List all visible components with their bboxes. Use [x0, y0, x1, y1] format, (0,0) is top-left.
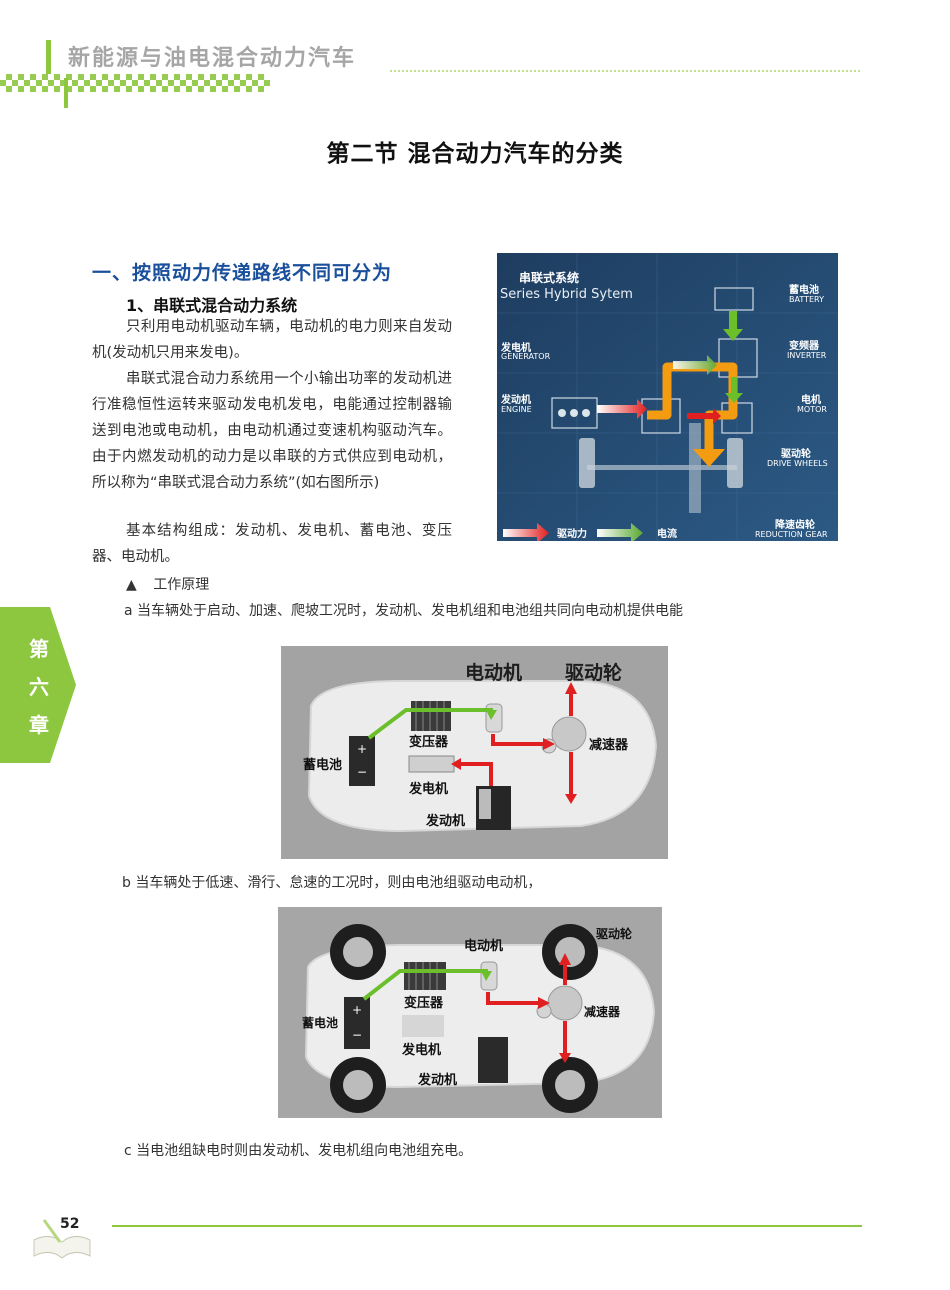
- chapter-char: 六: [29, 675, 49, 699]
- fig2-generator-label: 发电机: [409, 782, 449, 797]
- fig2-motor-label: 电动机: [465, 662, 523, 684]
- book-title: 新能源与油电混合动力汽车: [68, 46, 357, 71]
- series-hybrid-graphic: [497, 253, 838, 541]
- fig2-wheel-label: 驱动轮: [565, 662, 623, 684]
- svg-text:−: −: [352, 1028, 362, 1042]
- header-bar: [46, 40, 51, 74]
- fig3-engine-label: 发动机: [418, 1073, 458, 1088]
- footer-rule: [112, 1225, 862, 1227]
- car-layout-graphic-b: + −: [304, 924, 656, 1113]
- fig1-gear-en: REDUCTION GEAR: [755, 530, 828, 539]
- chapter-label: 第 六 章: [28, 630, 50, 744]
- fig2-reducer-label: 减速器: [589, 738, 629, 753]
- item-c: c 当电池组缺电时则由发动机、发电机组向电池组充电。: [124, 1143, 473, 1159]
- fig1-wheels-cn: 驱动轮: [781, 449, 811, 460]
- item-a: a 当车辆处于启动、加速、爬坡工况时，发动机、发电机组和电池组共同向电动机提供电…: [124, 603, 684, 619]
- fig1-generator-en: GENERATOR: [501, 352, 551, 361]
- principle-label: 工作原理: [153, 577, 210, 593]
- fig2-engine-label: 发动机: [426, 814, 466, 829]
- paragraph-2: 串联式混合动力系统用一个小输出功率的发动机进行准稳恒性运转来驱动发电机发电，电能…: [92, 371, 452, 491]
- open-book-icon: [33, 1219, 91, 1259]
- working-principle-b-diagram: + − 电动机 驱动轮 变压器 蓄电池 减速器 发电机 发动机: [278, 907, 662, 1118]
- svg-text:+: +: [357, 742, 367, 756]
- svg-text:+: +: [352, 1003, 362, 1017]
- fig1-motor-en: MOTOR: [797, 405, 827, 414]
- chapter-char: 第: [29, 637, 49, 661]
- fig1-engine-en: ENGINE: [501, 405, 532, 414]
- fig3-battery-label: 蓄电池: [302, 1016, 339, 1030]
- header-dotted-rule: [390, 70, 860, 72]
- fig3-wheel-label: 驱动轮: [596, 927, 633, 941]
- fig1-title-cn: 串联式系统: [519, 271, 580, 285]
- fig1-battery-en: BATTERY: [789, 295, 824, 304]
- chapter-char: 章: [29, 713, 49, 737]
- paragraph-3: 基本结构组成：发动机、发电机、蓄电池、变压器、电动机。: [92, 523, 452, 565]
- fig3-generator-label: 发电机: [402, 1043, 442, 1058]
- header-checker-pattern: [0, 74, 270, 92]
- fig3-motor-label: 电动机: [464, 939, 504, 954]
- fig1-motor-cn: 电机: [801, 395, 821, 406]
- triangle-marker: ▲: [126, 577, 137, 593]
- heading-level2: 1、串联式混合动力系统: [126, 296, 298, 315]
- fig3-inverter-label: 变压器: [404, 996, 444, 1011]
- fig1-gear-cn: 降速齿轮: [775, 520, 815, 531]
- chapter-tab: [0, 607, 76, 763]
- fig1-generator-cn: 发电机: [501, 343, 531, 354]
- section-title: 第二节 混合动力汽车的分类: [326, 141, 624, 167]
- fig2-battery-label: 蓄电池: [303, 758, 343, 773]
- principle-line: ▲ 工作原理: [126, 574, 209, 594]
- heading-level1: 一、按照动力传递路线不同可分为: [92, 262, 393, 284]
- fig1-inverter-en: INVERTER: [787, 351, 827, 360]
- fig1-title-en: Series Hybrid Sytem: [500, 287, 633, 302]
- svg-text:−: −: [357, 765, 367, 779]
- page-number: 52: [60, 1216, 80, 1232]
- fig1-battery-cn: 蓄电池: [789, 285, 819, 296]
- series-hybrid-diagram: 串联式系统 Series Hybrid Sytem 蓄电池 BATTERY 发电…: [497, 253, 838, 541]
- fig1-engine-cn: 发动机: [501, 395, 531, 406]
- car-layout-graphic-a: + −: [307, 680, 658, 833]
- item-b: b 当车辆处于低速、滑行、怠速的工况时，则由电池组驱动电动机，: [122, 875, 542, 891]
- fig1-legend-power: 驱动力: [557, 529, 587, 540]
- header-bar-lower: [64, 78, 68, 108]
- fig2-inverter-label: 变压器: [409, 735, 449, 750]
- fig3-reducer-label: 减速器: [584, 1005, 621, 1019]
- working-principle-a-diagram: + − 电动机 驱动轮 变压器 蓄电池 减速器 发电机 发动机: [281, 646, 668, 859]
- fig1-wheels-en: DRIVE WHEELS: [767, 459, 828, 468]
- fig1-legend-current: 电流: [657, 529, 677, 540]
- fig1-inverter-cn: 变频器: [789, 341, 819, 352]
- paragraph-1: 只利用电动机驱动车辆，电动机的电力则来自发动机(发动机只用来发电)。: [92, 319, 452, 361]
